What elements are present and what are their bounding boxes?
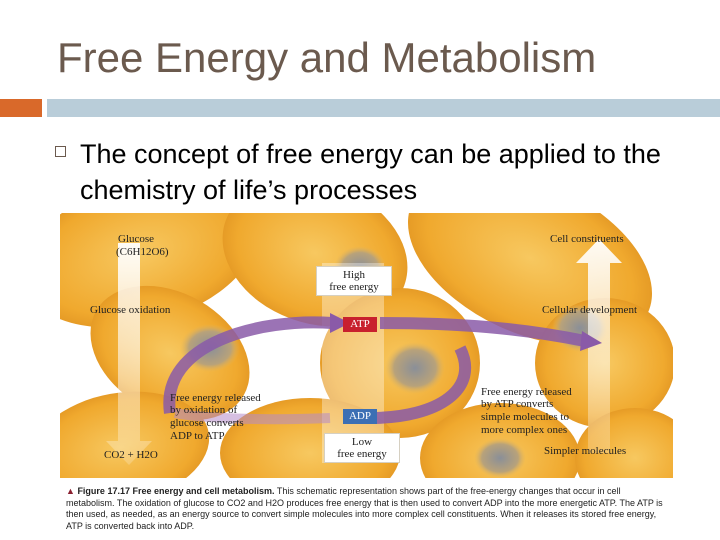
arrow-head xyxy=(330,313,350,333)
adp-tag: ADP xyxy=(343,409,377,424)
accent-bar-blue xyxy=(47,99,720,117)
arrow-head xyxy=(580,331,602,351)
low-free-energy-label: free energy xyxy=(337,448,387,460)
co2-h2o-label: CO2 + H2O xyxy=(104,449,158,461)
low-label: Low xyxy=(351,436,373,448)
cycle-arrow-left xyxy=(174,408,331,425)
upward-arrow-band xyxy=(576,239,622,453)
cell-nucleus xyxy=(385,342,445,394)
slide-title: Free Energy and Metabolism xyxy=(57,34,597,81)
released-left-line1: Free energy released xyxy=(170,392,261,404)
released-right-line3: simple molecules to xyxy=(481,411,569,423)
caption-text: This schematic representation shows part… xyxy=(66,486,663,531)
released-left-line3: glucose converts xyxy=(170,417,244,429)
bullet-square-icon xyxy=(55,146,66,157)
atp-tag: ATP xyxy=(343,317,377,332)
cell-constituents-label: Cell constituents xyxy=(550,233,624,245)
downward-arrow-band xyxy=(106,243,152,465)
high-free-energy-box: High free energy xyxy=(316,266,392,296)
released-left-line4: ADP to ATP xyxy=(170,430,225,442)
figure-caption: ▲ Figure 17.17 Free energy and cell meta… xyxy=(66,486,666,532)
accent-bar-orange xyxy=(0,99,42,117)
cycle-arrow-bottom xyxy=(369,345,472,424)
glucose-formula-label: (C6H12O6) xyxy=(116,246,169,258)
low-free-energy-box: Low free energy xyxy=(324,433,400,463)
cycle-arrow-right xyxy=(379,317,587,347)
released-right-line2: by ATP converts xyxy=(481,398,554,410)
high-free-energy-label: free energy xyxy=(329,281,379,293)
metabolism-figure: Glucose (C6H12O6) Glucose oxidation CO2 … xyxy=(60,213,673,478)
simpler-molecules-label: Simpler molecules xyxy=(544,445,627,457)
released-left-line2: by oxidation of xyxy=(170,404,238,416)
cellular-development-label: Cellular development xyxy=(542,304,637,316)
caption-figure-title: Free energy and cell metabolism. xyxy=(132,486,275,496)
caption-triangle-icon: ▲ xyxy=(66,486,75,496)
bullet-text: The concept of free energy can be applie… xyxy=(80,139,661,205)
glucose-label: Glucose xyxy=(118,233,155,245)
cycle-arrow-top xyxy=(163,316,333,414)
released-right-line1: Free energy released xyxy=(481,386,572,398)
glucose-oxidation-label: Glucose oxidation xyxy=(90,304,171,316)
high-label: High xyxy=(343,269,365,281)
cell-nucleus xyxy=(474,438,526,478)
caption-figure-number: Figure 17.17 xyxy=(77,486,130,496)
released-right-line4: more complex ones xyxy=(481,424,568,436)
